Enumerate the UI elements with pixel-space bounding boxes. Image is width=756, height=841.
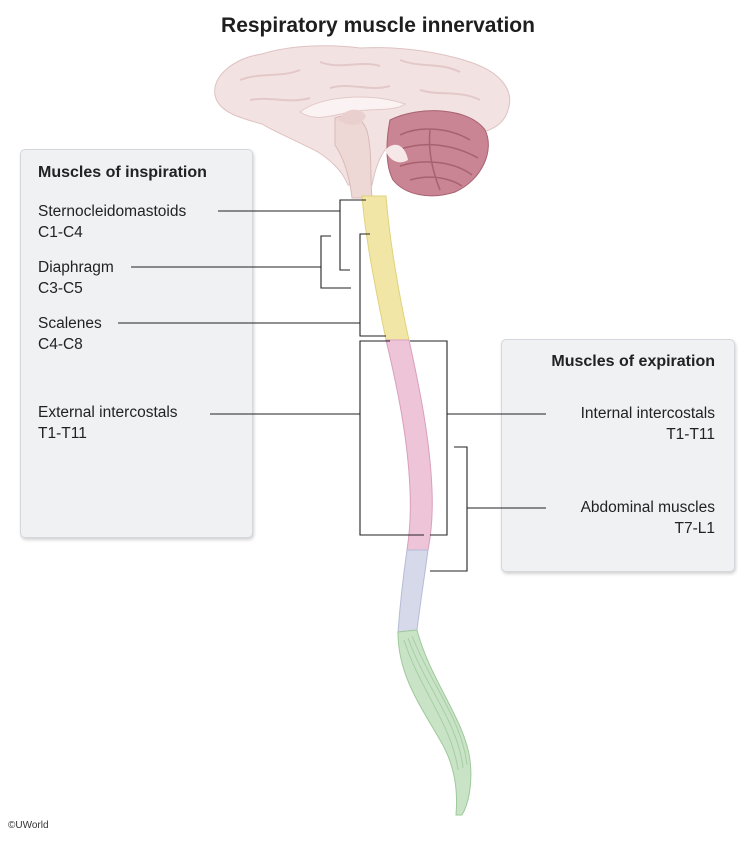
cerebellum (386, 110, 489, 197)
fourth-ventricle (385, 144, 408, 163)
muscle-levels: C4-C8 (38, 336, 83, 353)
copyright-text: ©UWorld (8, 820, 49, 831)
muscle-levels: T7-L1 (674, 520, 716, 537)
brain-illustration (214, 45, 511, 199)
cerebellum-folia (397, 128, 479, 191)
muscle-levels: T1-T11 (666, 426, 715, 443)
cauda-equina-strands (403, 635, 468, 771)
muscle-name: Abdominal muscles (580, 499, 715, 516)
muscle-levels: C1-C4 (38, 224, 83, 241)
muscle-levels: C3-C5 (38, 280, 83, 297)
spinal-cord (361, 195, 472, 816)
muscle-diaphragm: Diaphragm C3-C5 (38, 257, 114, 299)
cauda-equina (397, 629, 472, 816)
muscle-name: External intercostals (38, 404, 178, 421)
muscle-levels: T1-T11 (38, 425, 87, 442)
muscle-name: Sternocleidomastoids (38, 203, 187, 220)
brain-folds (239, 59, 481, 102)
expiration-heading: Muscles of expiration (551, 353, 715, 370)
muscle-name: Internal intercostals (580, 405, 715, 422)
muscle-name: Scalenes (38, 315, 102, 332)
muscle-name: Diaphragm (38, 259, 114, 276)
muscle-sternocleidomastoids: Sternocleidomastoids C1-C4 (38, 201, 186, 243)
muscle-internal-intercostals: Internal intercostals T1-T11 (581, 403, 715, 445)
thalamus (338, 109, 366, 125)
expiration-panel: Muscles of expiration Internal intercost… (501, 339, 735, 572)
corpus-callosum (299, 96, 407, 118)
muscle-external-intercostals: External intercostals T1-T11 (38, 402, 178, 444)
cervical-segment (361, 195, 410, 341)
diagram-title: Respiratory muscle innervation (221, 14, 535, 37)
inspiration-panel: Muscles of inspiration Sternocleidomasto… (20, 149, 253, 538)
lumbar-segment (397, 549, 429, 633)
thoracic-segment (385, 339, 433, 551)
muscle-abdominal: Abdominal muscles T7-L1 (581, 497, 715, 539)
muscle-scalenes: Scalenes C4-C8 (38, 313, 102, 355)
inspiration-heading: Muscles of inspiration (38, 164, 207, 181)
